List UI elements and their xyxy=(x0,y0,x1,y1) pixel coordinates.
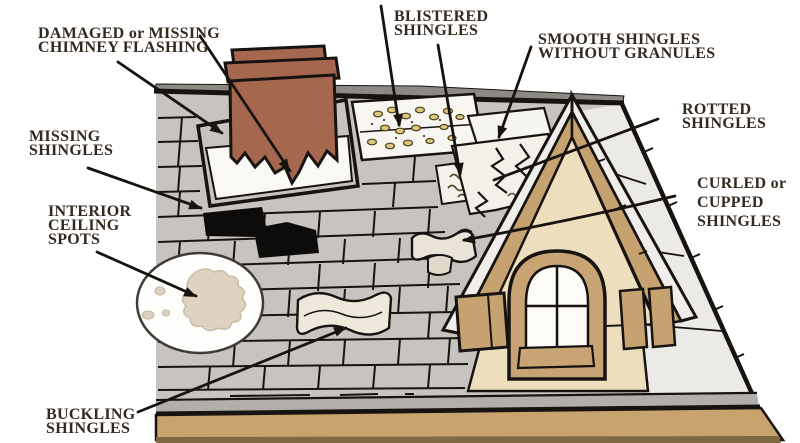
rake-return-right-b xyxy=(647,285,677,349)
annotation-missing-shingles: MISSING SHINGLES xyxy=(29,128,203,210)
label-curled-shingles-line1: CURLED or xyxy=(697,175,786,192)
leader-line xyxy=(198,34,292,173)
eave-edge-line xyxy=(155,404,761,415)
fascia-board xyxy=(154,406,786,442)
annotation-curled-shingles: CURLED or CUPPED SHINGLES xyxy=(462,175,786,244)
label-chimney-flashing-line1: DAMAGED or MISSING xyxy=(38,25,220,42)
ceiling-stain xyxy=(181,268,247,332)
ceiling-stain-spot xyxy=(161,309,171,317)
ceiling-stain-spot xyxy=(141,310,155,320)
label-smooth-shingles-line2: WITHOUT GRANULES xyxy=(538,45,715,62)
leader-line xyxy=(136,326,348,414)
label-buckling-shingles-line1: BUCKLING xyxy=(46,406,136,423)
annotation-smooth-shingles: SMOOTH SHINGLES WITHOUT GRANULES xyxy=(497,31,715,139)
dormer xyxy=(440,89,699,393)
annotation-buckling-shingles: BUCKLING SHINGLES xyxy=(46,326,348,437)
fascia-bottom-shadow xyxy=(156,436,781,443)
hip-edge xyxy=(619,103,757,399)
label-chimney-flashing-line2: CHIMNEY FLASHING xyxy=(38,39,209,56)
buckling-shingle xyxy=(295,291,393,336)
leader-line xyxy=(462,194,677,242)
arrowhead xyxy=(188,199,202,210)
missing-shingles-gap xyxy=(203,207,319,258)
rake-notches xyxy=(596,158,667,295)
curled-shingles-area xyxy=(410,228,478,276)
blister-specks xyxy=(371,119,441,139)
ceiling-spots-inset xyxy=(135,251,265,355)
label-curled-shingles-line2: CUPPED xyxy=(697,194,764,211)
arrowhead xyxy=(183,287,197,297)
arrowhead xyxy=(497,125,508,139)
leader-line xyxy=(116,60,224,135)
annotation-blistered-shingles: BLISTERED SHINGLES xyxy=(379,4,488,176)
chimney-body xyxy=(228,73,339,187)
arrowhead xyxy=(209,122,223,134)
ceiling-stain-spot xyxy=(154,286,166,296)
leader-line xyxy=(379,4,401,127)
rake-return-left xyxy=(454,291,510,353)
annotation-rotted-shingles: ROTTED SHINGLES xyxy=(492,101,766,182)
label-missing-shingles-line1: MISSING xyxy=(29,128,101,145)
leader-line xyxy=(436,43,462,176)
leader-line xyxy=(497,45,533,139)
rake-return-left-edge xyxy=(487,294,493,350)
label-missing-shingles-line2: SHINGLES xyxy=(29,142,113,159)
annotation-interior-ceiling-spots: INTERIOR CEILING SPOTS xyxy=(48,203,198,298)
window-sill xyxy=(516,344,596,370)
label-blistered-shingles-line1: BLISTERED xyxy=(394,8,488,25)
leader-line xyxy=(86,166,203,210)
annotation-chimney-flashing: DAMAGED or MISSING CHIMNEY FLASHING xyxy=(38,25,292,173)
label-rotted-shingles-line1: ROTTED xyxy=(682,101,751,118)
leader-line xyxy=(492,117,660,182)
label-interior-ceiling-line1: INTERIOR xyxy=(48,203,131,220)
label-interior-ceiling-line2: CEILING xyxy=(48,217,120,234)
leader-line xyxy=(95,250,198,298)
arrowhead xyxy=(453,162,464,176)
label-curled-shingles-line3: SHINGLES xyxy=(697,213,781,230)
label-rotted-shingles-line2: SHINGLES xyxy=(682,115,766,132)
arrowhead xyxy=(393,113,403,127)
label-blistered-shingles-line2: SHINGLES xyxy=(394,22,478,39)
label-buckling-shingles-line2: SHINGLES xyxy=(46,420,130,437)
arrowhead xyxy=(278,158,290,172)
hip-notches xyxy=(643,147,745,359)
arrowhead xyxy=(462,233,476,244)
label-interior-ceiling-line3: SPOTS xyxy=(48,231,100,248)
eave-line xyxy=(155,391,758,402)
rake-return-right-a xyxy=(618,287,649,351)
label-smooth-shingles-line1: SMOOTH SHINGLES xyxy=(538,31,700,48)
arrowhead xyxy=(333,327,347,337)
annotations: DAMAGED or MISSING CHIMNEY FLASHING MISS… xyxy=(29,4,786,437)
